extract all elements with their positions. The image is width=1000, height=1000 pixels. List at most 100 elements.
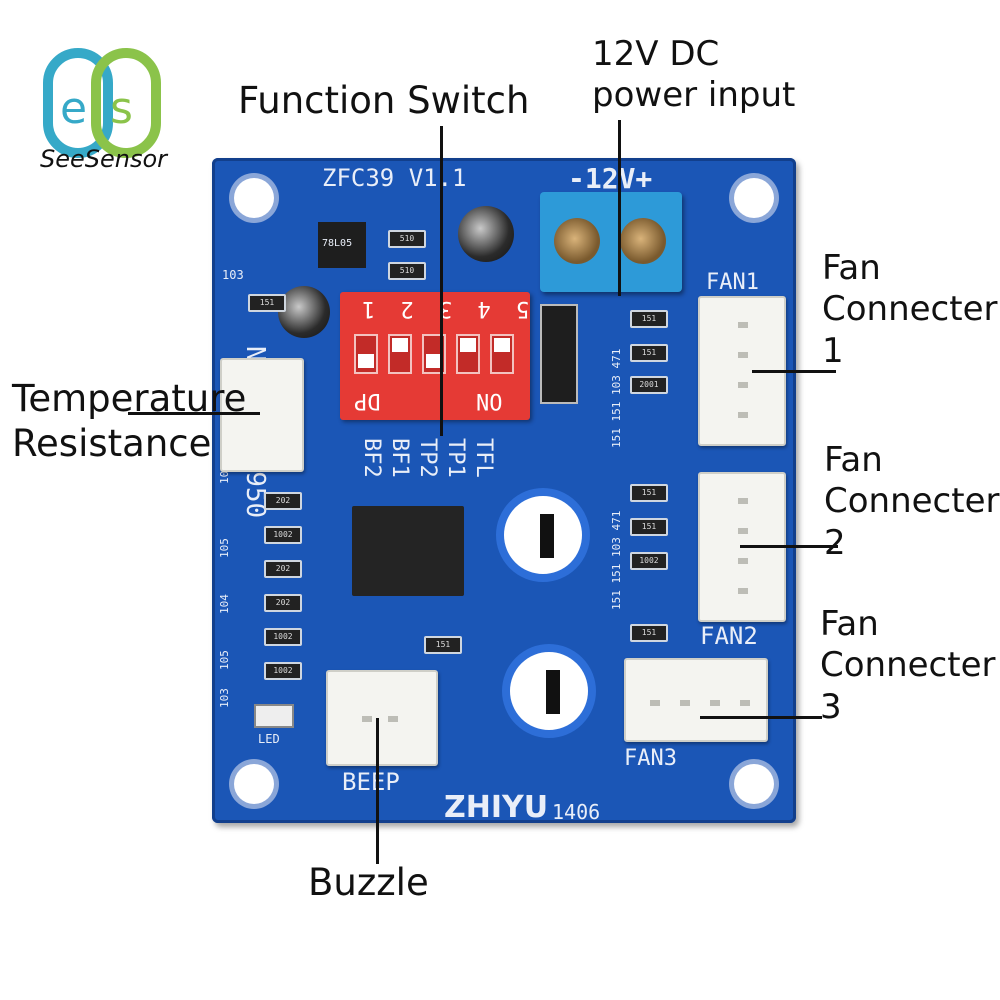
led bbox=[254, 704, 294, 728]
fan3-silk: FAN3 bbox=[624, 746, 677, 771]
resistor: 202 bbox=[264, 492, 302, 510]
resistor: 151 bbox=[630, 518, 668, 536]
fan2-leader bbox=[740, 545, 838, 548]
fan2-label: Fan Connecter 2 bbox=[824, 440, 1000, 563]
beep-connector bbox=[326, 670, 438, 766]
resistor-code: 202 bbox=[275, 496, 291, 505]
mount-hole bbox=[234, 178, 274, 218]
func-col4: TP1 bbox=[443, 438, 468, 478]
dip-switch-1[interactable] bbox=[490, 334, 514, 374]
side-code: 105 bbox=[218, 650, 231, 670]
power-input-leader bbox=[618, 120, 621, 296]
resistor: 1002 bbox=[264, 526, 302, 544]
resistor: 1002 bbox=[264, 628, 302, 646]
dip-switch-5[interactable] bbox=[354, 334, 378, 374]
potentiometer[interactable] bbox=[496, 488, 590, 582]
resistor-code: 2001 bbox=[639, 380, 659, 389]
side-code: 103 bbox=[222, 268, 244, 282]
func-col2: BF1 bbox=[387, 438, 412, 478]
led-silk: LED bbox=[258, 732, 280, 746]
voltage-regulator: 78L05 bbox=[318, 222, 366, 268]
temperature-connector bbox=[220, 358, 304, 472]
function-switch-label: Function Switch bbox=[238, 79, 530, 122]
buzzle-leader bbox=[376, 718, 379, 864]
power-input-label: 12V DC power input bbox=[592, 34, 796, 115]
resistor: 202 bbox=[264, 594, 302, 612]
resistor: 151 bbox=[630, 344, 668, 362]
regulator-text: 78L05 bbox=[322, 238, 353, 249]
resistor: 2001 bbox=[630, 376, 668, 394]
brand-silk: ZHIYU bbox=[444, 790, 549, 825]
function-switch-leader bbox=[440, 126, 443, 436]
screw bbox=[554, 218, 600, 264]
resistor: 151 bbox=[630, 624, 668, 642]
resistor: 151 bbox=[248, 294, 286, 312]
beep-silk: BEEP bbox=[342, 768, 400, 796]
resistor-code: 151 bbox=[259, 298, 275, 307]
resistor: 151 bbox=[630, 310, 668, 328]
svg-text:e: e bbox=[60, 83, 87, 134]
pcb-board: ZFC39 V1.1 -12V+ FAN1 FAN2 FAN3 BEEP ZHI… bbox=[212, 158, 796, 825]
resistor: 1002 bbox=[264, 662, 302, 680]
buzzle-label: Buzzle bbox=[308, 861, 429, 904]
resistor-code: 1002 bbox=[273, 666, 293, 675]
side-code: 103 bbox=[218, 688, 231, 708]
potentiometer[interactable] bbox=[502, 644, 596, 738]
temperature-label: Temperature Resistance bbox=[12, 377, 247, 466]
svg-text:s: s bbox=[110, 83, 133, 134]
resistor-code: 510 bbox=[399, 234, 415, 243]
resistor-code: 1002 bbox=[273, 530, 293, 539]
capacitor bbox=[278, 286, 330, 338]
dip-dp: DP bbox=[354, 388, 381, 413]
power-terminal-block bbox=[540, 192, 682, 292]
resistor-code: 151 bbox=[641, 522, 657, 531]
func-col1: BF2 bbox=[359, 438, 384, 478]
resistor-code: 202 bbox=[275, 598, 291, 607]
resistor: 510 bbox=[388, 262, 426, 280]
func-col3: TP2 bbox=[415, 438, 440, 478]
fan1-label: Fan Connecter 1 bbox=[822, 248, 998, 371]
code-silk: 1406 bbox=[552, 800, 601, 824]
fan1-leader bbox=[752, 370, 836, 373]
side-code: 105 bbox=[218, 538, 231, 558]
resistor-code: 1002 bbox=[639, 556, 659, 565]
resistor-code: 151 bbox=[641, 314, 657, 323]
mount-hole bbox=[234, 764, 274, 804]
screw bbox=[620, 218, 666, 264]
fan3-leader bbox=[700, 716, 822, 719]
fan3-connector bbox=[624, 658, 768, 742]
dip-switch-2[interactable] bbox=[456, 334, 480, 374]
function-dip-switch[interactable]: 5 4 3 2 1 DP ON bbox=[340, 292, 530, 420]
resistor-code: 151 bbox=[641, 628, 657, 637]
resistor-code: 202 bbox=[275, 564, 291, 573]
func-col5: TFL bbox=[471, 438, 496, 478]
dip-on: ON bbox=[476, 388, 503, 413]
right-codes: 151 151 103 471 bbox=[610, 510, 623, 610]
microcontroller-chip bbox=[352, 506, 464, 596]
temperature-leader bbox=[128, 412, 260, 415]
logo-text: SeeSensor bbox=[40, 145, 168, 173]
fan3-label: Fan Connecter 3 bbox=[820, 604, 996, 727]
resistor-code: 151 bbox=[435, 640, 451, 649]
capacitor bbox=[458, 206, 514, 262]
right-codes: 151 151 103 471 bbox=[610, 348, 623, 448]
seesensor-logo-icon: e s bbox=[43, 48, 161, 158]
mount-hole bbox=[734, 764, 774, 804]
resistor-code: 1002 bbox=[273, 632, 293, 641]
fan1-silk: FAN1 bbox=[706, 270, 759, 295]
resistor-code: 510 bbox=[399, 266, 415, 275]
resistor: 510 bbox=[388, 230, 426, 248]
resistor: 151 bbox=[630, 484, 668, 502]
resistor-code: 151 bbox=[641, 488, 657, 497]
resistor: 151 bbox=[424, 636, 462, 654]
fan2-silk: FAN2 bbox=[700, 622, 758, 650]
board-voltage: -12V+ bbox=[568, 162, 653, 195]
diode bbox=[540, 304, 578, 404]
board-model: ZFC39 V1.1 bbox=[322, 164, 467, 192]
dip-switch-4[interactable] bbox=[388, 334, 412, 374]
resistor: 1002 bbox=[630, 552, 668, 570]
resistor-code: 151 bbox=[641, 348, 657, 357]
side-code: 104 bbox=[218, 594, 231, 614]
mount-hole bbox=[734, 178, 774, 218]
resistor: 202 bbox=[264, 560, 302, 578]
